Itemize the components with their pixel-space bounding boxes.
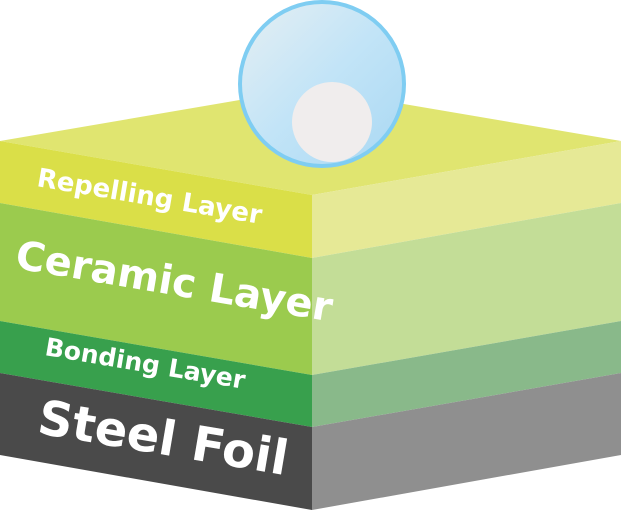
bonding-layer-side bbox=[312, 321, 621, 427]
ceramic-layer-side bbox=[312, 203, 621, 375]
ceramic-layer-front bbox=[0, 203, 312, 375]
repelling-layer-front bbox=[0, 141, 312, 258]
repelling-layer-side bbox=[312, 141, 621, 258]
bonding-layer-front bbox=[0, 321, 312, 427]
steel-foil-side bbox=[312, 373, 621, 510]
water-droplet-icon bbox=[238, 0, 406, 168]
steel-foil-front bbox=[0, 373, 312, 510]
